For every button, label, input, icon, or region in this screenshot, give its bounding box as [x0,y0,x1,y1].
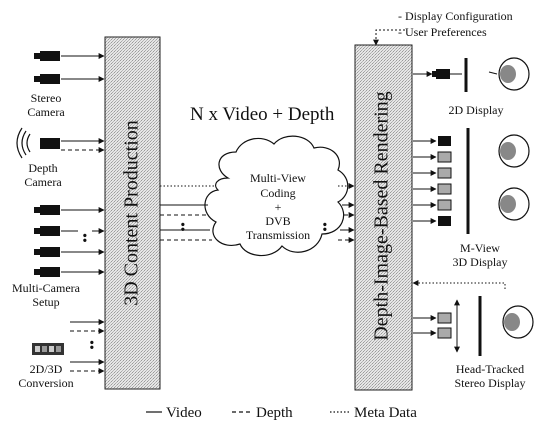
out-headtracked-label-2: Stereo Display [455,376,526,390]
conversion-label-2: Conversion [18,376,73,390]
film-strip-icon [32,343,64,355]
projector-mview-icon [437,136,452,226]
out-2d-label: 2D Display [449,103,504,117]
cloud-line-4: DVB [265,214,290,228]
dots-conversion: •• [83,340,98,350]
multi-camera-icon [34,205,60,277]
depth-label-1: Depth [28,161,57,175]
out-mview-arrows [413,138,437,224]
multi-arrows [61,207,105,275]
content-production-block [104,36,161,390]
config-meta-arrow [373,29,405,46]
out-mview-label-1: M-View [460,241,500,255]
multi-label-2: Setup [32,295,59,309]
viewer-headtracked-icon [502,305,534,339]
out-mview-label-2: 3D Display [453,255,508,269]
stereo-arrows [61,53,105,82]
depth-arrows [61,138,105,153]
legend: Video Depth Meta Data [146,405,417,421]
depth-camera-icon [16,127,60,159]
cloud-line-1: Multi-View [250,171,306,185]
transmission-cloud [204,135,349,257]
config-user-preferences: - User Preferences [398,25,487,39]
head-tracking-feedback-arrow [412,280,506,289]
stereo-camera-icon [34,51,60,84]
viewer-mview-icon [498,134,530,221]
dots-multi: •• [76,233,91,243]
multi-label-1: Multi-Camera [12,281,81,295]
left-to-cloud-connectors [160,185,214,241]
dibr-block [354,44,413,391]
legend-depth-label: Depth [256,405,293,421]
viewer-2d-icon [488,57,530,91]
projector-headtracked-icon [437,299,460,353]
out-headtracked-arrows [413,315,437,336]
out-headtracked-label-1: Head-Tracked [456,362,524,376]
conversion-arrows [70,319,105,374]
projector-2d-icon [432,69,462,79]
legend-video-label: Video [166,405,202,421]
main-label: N x Video + Depth [190,104,335,125]
stereo-label-1: Stereo [31,91,62,105]
cloud-to-right-connectors [338,183,355,243]
cloud-line-5: Transmission [246,228,310,242]
stereo-label-2: Camera [27,105,65,119]
depth-label-2: Camera [24,175,62,189]
content-production-label: 3D Content Production [121,120,143,306]
dots-right-mid: •• [316,222,331,232]
dots-left-mid: •• [174,222,189,232]
dibr-label: Depth-Image-Based Rendering [371,91,393,340]
legend-meta-label: Meta Data [354,405,417,421]
conversion-label-1: 2D/3D [30,362,63,376]
cloud-line-2: Coding [260,186,295,200]
config-display-configuration: - Display Configuration [398,9,513,23]
cloud-line-3: + [275,200,282,214]
